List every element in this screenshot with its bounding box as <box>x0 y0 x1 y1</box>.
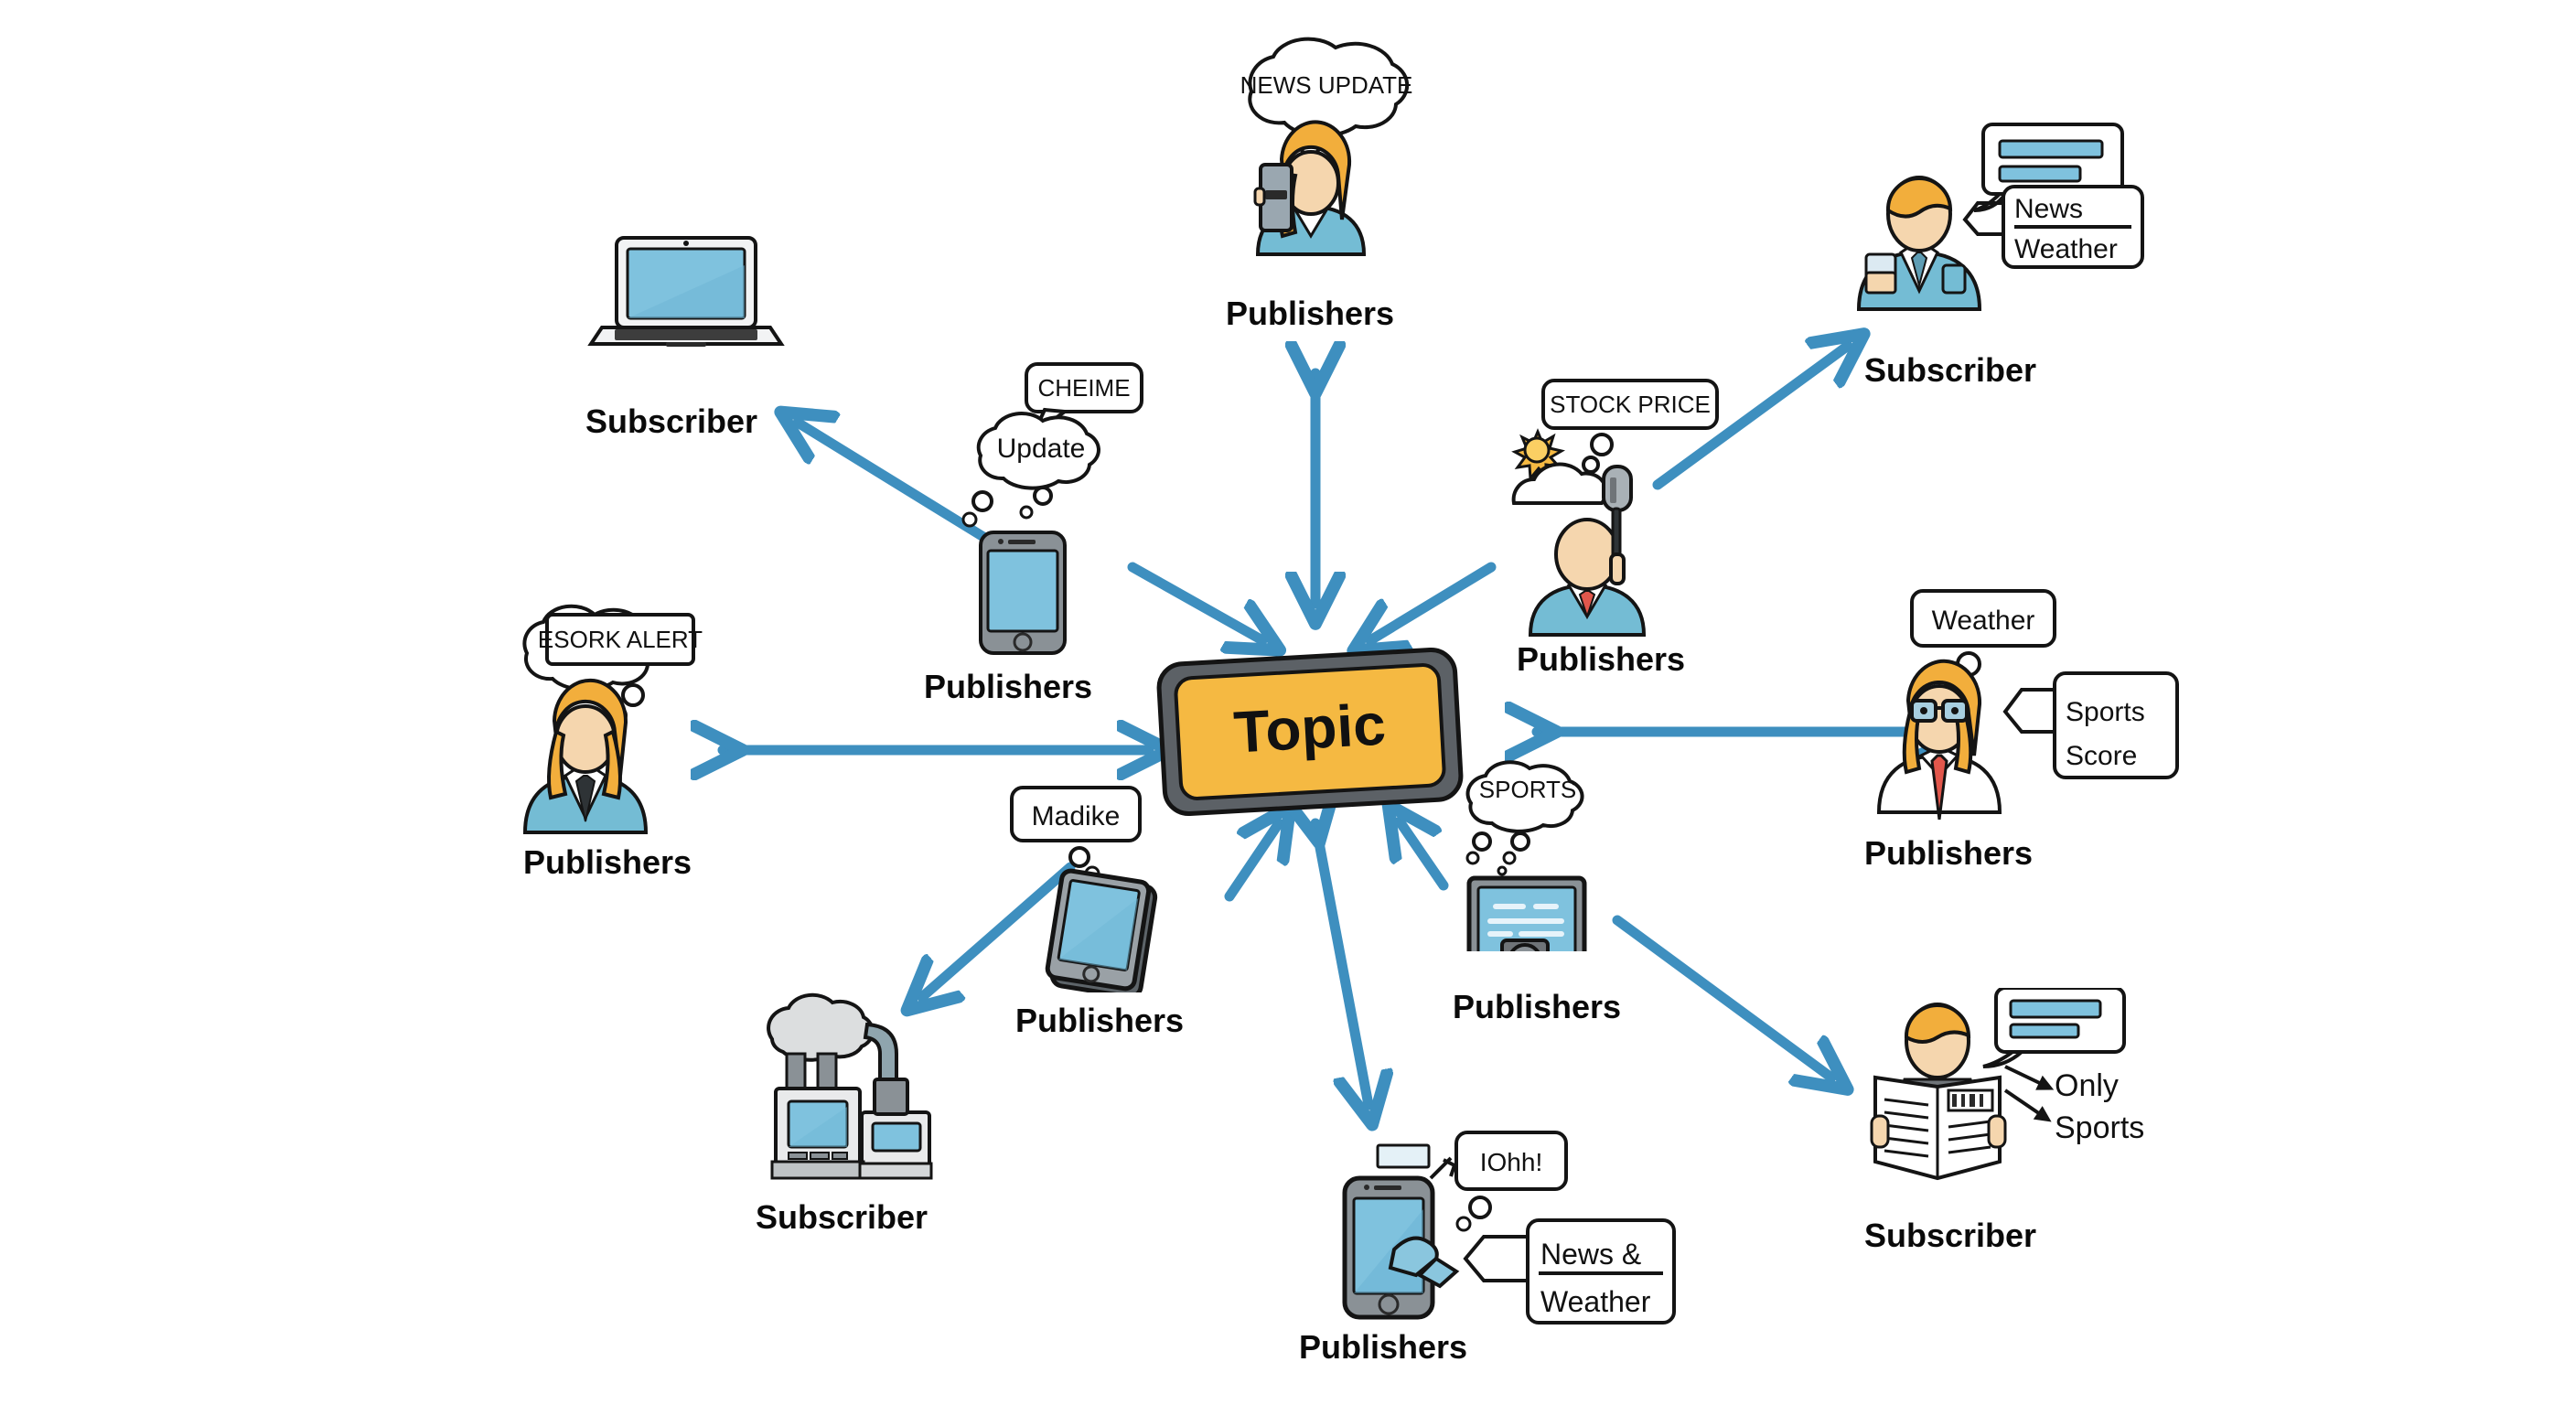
sports-cloud-text: SPORTS <box>1479 776 1576 803</box>
topic-sign[interactable]: Topic <box>1154 640 1465 823</box>
sports-score-card: Sports Score <box>2002 671 2179 779</box>
man-subscriber-caption: Subscriber <box>1864 351 2037 389</box>
phone-publisher-nw-caption: Publishers <box>1299 1328 1468 1366</box>
esork-alert-text: ESORK ALERT <box>538 626 703 653</box>
arrow-monitor-to-newspaper <box>1612 915 1831 1078</box>
score-text: Score <box>2066 741 2137 771</box>
only-text: Only <box>2055 1068 2119 1103</box>
only-sports-text: Sports <box>2055 1110 2144 1145</box>
man-with-glass-icon <box>1856 176 1982 311</box>
reporter-microphone-icon <box>1528 465 1647 637</box>
newspaper-subscriber[interactable]: Only Sports <box>1848 988 2195 1235</box>
thought-cloud-news-update: NEWS UPDATE <box>1240 37 1413 186</box>
phone-publisher-update[interactable]: CHEIME Update <box>942 357 1153 659</box>
thought-cloud-update: Update <box>961 412 1100 528</box>
ohh-text: IOhh! <box>1480 1148 1542 1176</box>
smartphone-hand-touch-icon <box>1342 1143 1460 1320</box>
topic-label: Topic <box>1232 691 1388 765</box>
arrow-tablet-to-center <box>1224 823 1279 902</box>
reporter-publisher-stock[interactable]: STOCK PRICE <box>1496 375 1761 649</box>
woman-publisher-news[interactable]: NEWS UPDATE <box>1208 37 1436 311</box>
factory-subscriber-caption: Subscriber <box>756 1198 928 1236</box>
man-subscriber-news-weather[interactable]: News Weather <box>1820 119 2186 348</box>
madike-text: Madike <box>1032 801 1121 831</box>
stock-price-text: STOCK PRICE <box>1550 391 1711 418</box>
arrow-bottomphone-center <box>1315 823 1368 1105</box>
update-text: Update <box>997 434 1086 464</box>
phone-publisher-news-weather[interactable]: IOhh! News & Weather <box>1317 1125 1683 1354</box>
woman-publisher-alert[interactable]: ESORK ALERT <box>512 595 787 842</box>
speech-bubble-bars <box>1982 988 2126 1068</box>
monitor-publisher-caption: Publishers <box>1453 988 1622 1025</box>
cheime-text: CHEIME <box>1037 374 1130 402</box>
tablet-icon <box>1045 868 1158 992</box>
monitor-publisher-sports[interactable]: SPORTS <box>1454 750 1656 951</box>
monitor-display-icon <box>1466 875 1587 951</box>
arrow-reporter-to-center <box>1370 562 1497 640</box>
woman-publisher-news-caption: Publishers <box>1226 295 1395 332</box>
news-weather-card: News & Weather <box>1463 1218 1676 1325</box>
tablet-publisher-madike[interactable]: Madike <box>997 782 1217 992</box>
factory-server-icon <box>767 992 933 1180</box>
factory-subscriber[interactable] <box>750 979 951 1189</box>
laptop-icon <box>587 236 785 347</box>
news-amp-text: News & <box>1540 1238 1641 1271</box>
phone-publisher-update-caption: Publishers <box>924 668 1093 705</box>
arrow-reporter-to-subscriber <box>1652 346 1848 490</box>
newspaper-subscriber-caption: Subscriber <box>1864 1217 2037 1254</box>
weather-thought-text: Weather <box>1932 606 2035 636</box>
news-text: News <box>2014 194 2083 224</box>
speech-box-cheime: CHEIME <box>1025 362 1143 439</box>
woman-publisher-weather-caption: Publishers <box>1864 834 2034 872</box>
reporter-publisher-caption: Publishers <box>1517 640 1686 678</box>
woman-with-phone-icon <box>1253 120 1367 256</box>
laptop-subscriber-caption: Subscriber <box>585 402 758 440</box>
thought-cloud-esork-alert: ESORK ALERT <box>522 604 703 736</box>
smartphone-icon <box>979 531 1067 655</box>
only-sports-annotation: Only Sports <box>2003 1065 2144 1145</box>
speech-box-ohh: IOhh! <box>1429 1131 1568 1232</box>
sun-cloud-weather-icon <box>1511 428 1608 505</box>
woman-publisher-alert-caption: Publishers <box>523 843 692 881</box>
arrow-phonepub-to-laptop <box>798 423 993 545</box>
arrow-tablet-to-factory <box>922 862 1076 997</box>
woman-publisher-weather[interactable]: Weather Sports Score <box>1857 585 2223 832</box>
weather2-text: Weather <box>1540 1285 1651 1318</box>
sports-text: Sports <box>2066 697 2145 727</box>
man-reading-newspaper-icon <box>1870 1003 2007 1181</box>
speech-bubble-bars <box>1973 123 2124 212</box>
news-weather-card: News Weather <box>1962 185 2144 269</box>
news-update-text: NEWS UPDATE <box>1240 71 1413 99</box>
woman-teal-blazer-icon <box>522 678 649 834</box>
arrow-phonepub-to-center <box>1127 562 1262 640</box>
tablet-publisher-caption: Publishers <box>1015 1002 1185 1039</box>
laptop-subscriber[interactable] <box>585 229 787 357</box>
woman-glasses-redtie-icon <box>1876 659 2002 820</box>
thought-cloud-sports: SPORTS <box>1465 760 1584 876</box>
arrow-monitor-to-center <box>1400 821 1449 891</box>
weather-text: Weather <box>2014 234 2118 264</box>
